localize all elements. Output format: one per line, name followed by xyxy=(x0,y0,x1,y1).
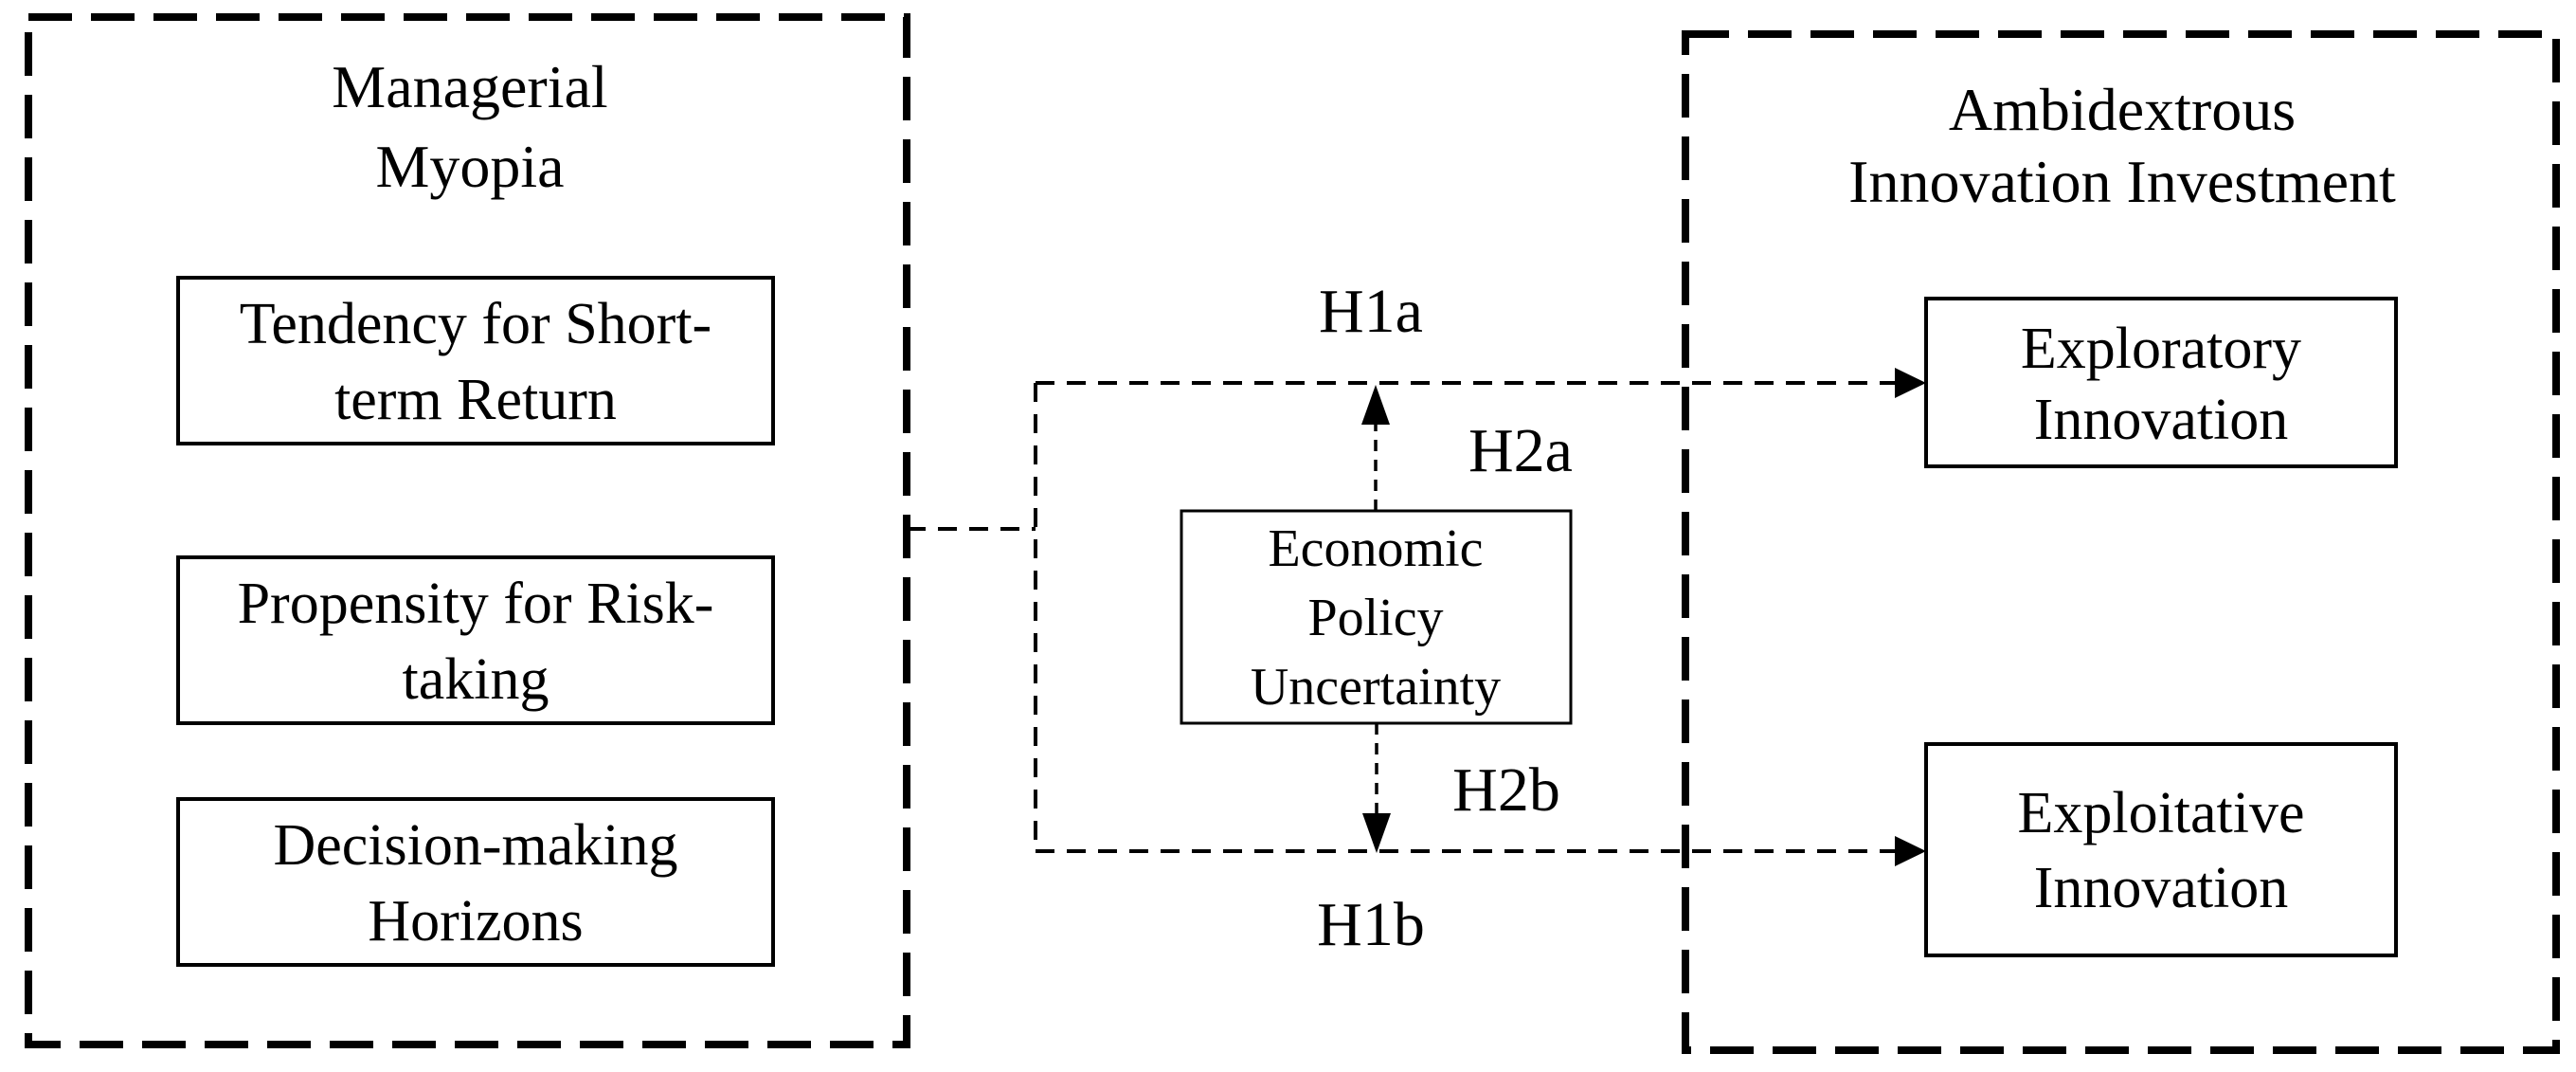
h2a-arrowhead-icon xyxy=(1361,385,1390,425)
tendency-box-label-line1: Tendency for Short- xyxy=(240,292,712,356)
decision-making-horizons-box: Decision-making Horizons xyxy=(176,797,775,967)
exploitative-box-label-line2: Innovation xyxy=(2034,856,2289,920)
h1a-arrowhead-icon xyxy=(1895,368,1926,398)
h1a-arrow xyxy=(1036,368,1926,398)
exploratory-box-border xyxy=(1924,297,2398,468)
h2a-label: H2a xyxy=(1468,416,1573,485)
ambidextrous-panel-dashed-border xyxy=(1682,30,2560,1054)
exploitative-box-label-line1: Exploitative xyxy=(2017,781,2304,845)
managerial-myopia-panel: Managerial Myopia Tendency for Short- te… xyxy=(25,13,910,1048)
tendency-box-label-line2: term Return xyxy=(334,368,617,432)
epu-box-border xyxy=(1180,509,1573,725)
ambidextrous-title-line1: Ambidextrous xyxy=(1949,76,2296,143)
ambidextrous-innovation-panel: Ambidextrous Innovation Investment Explo… xyxy=(1682,30,2560,1054)
decision-box-border xyxy=(176,797,775,967)
epu-box-label-line2: Policy xyxy=(1307,589,1443,647)
ambidextrous-title-line2: Innovation Investment xyxy=(1848,148,2396,215)
tendency-short-term-return-box: Tendency for Short- term Return xyxy=(176,276,775,445)
tendency-box-border xyxy=(176,276,775,445)
epu-box-label-line1: Economic xyxy=(1268,519,1483,578)
h2b-arrowhead-icon xyxy=(1362,813,1391,853)
exploitative-innovation-box: Exploitative Innovation xyxy=(1924,742,2398,957)
decision-box-label-line2: Horizons xyxy=(368,889,583,954)
h2a-moderation-arrow xyxy=(1361,385,1390,511)
exploratory-innovation-box: Exploratory Innovation xyxy=(1924,297,2398,468)
h1b-arrow xyxy=(1036,836,1926,866)
h1b-label: H1b xyxy=(1317,890,1425,959)
h2b-moderation-arrow xyxy=(1362,723,1391,853)
economic-policy-uncertainty-box: Economic Policy Uncertainty xyxy=(1180,509,1573,725)
h1a-label: H1a xyxy=(1319,277,1423,346)
propensity-box-label-line2: taking xyxy=(403,647,549,712)
managerial-myopia-title-line2: Myopia xyxy=(375,133,564,200)
epu-box-label-line3: Uncertainty xyxy=(1251,658,1501,717)
h2b-label: H2b xyxy=(1452,755,1560,825)
propensity-risk-taking-box: Propensity for Risk- taking xyxy=(176,555,775,725)
decision-box-label-line1: Decision-making xyxy=(273,813,677,878)
exploitative-box-border xyxy=(1924,742,2398,957)
propensity-box-label-line1: Propensity for Risk- xyxy=(238,572,714,636)
exploratory-box-label-line2: Innovation xyxy=(2034,388,2289,452)
exploratory-box-label-line1: Exploratory xyxy=(2021,317,2301,381)
h1b-arrowhead-icon xyxy=(1895,836,1926,866)
managerial-myopia-title-line1: Managerial xyxy=(332,53,607,120)
propensity-box-border xyxy=(176,555,775,725)
